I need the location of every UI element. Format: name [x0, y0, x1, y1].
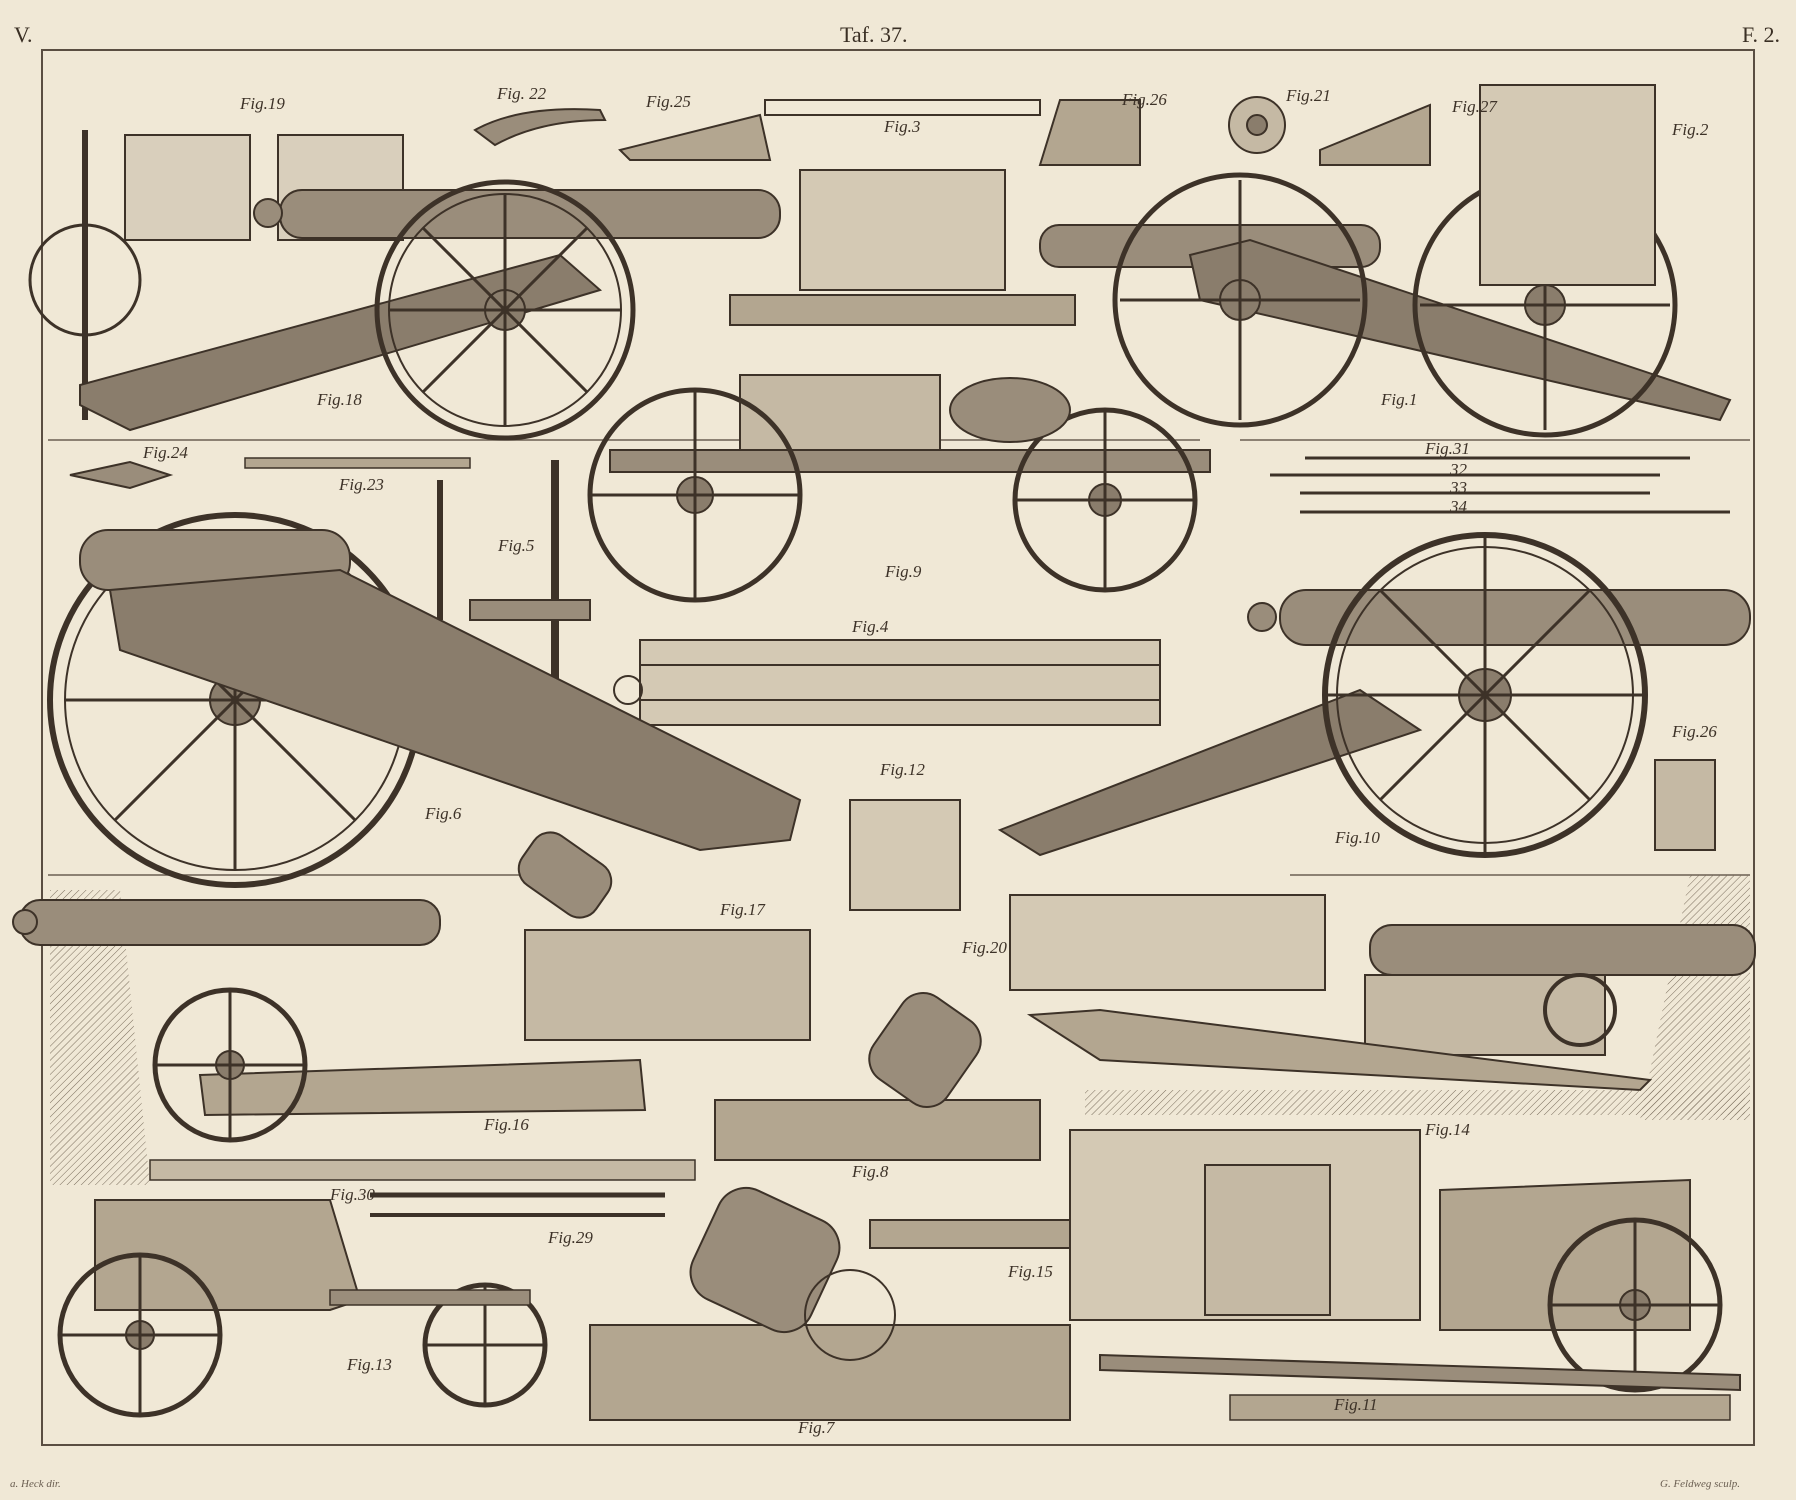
fig1-cannon-drawing: [1039, 84, 1732, 438]
fig24-tool-drawing: [69, 460, 174, 490]
figure-label-fig32: 32: [1450, 460, 1467, 479]
artist-signature: a. Heck dir.: [10, 1478, 61, 1490]
figure-label-fig10: Fig.10: [1335, 828, 1380, 847]
plate-border: [41, 49, 1755, 1446]
plate-left-mark: V.: [14, 22, 33, 47]
figure-label-fig19: Fig.19: [240, 94, 285, 113]
fig27-part-drawing: [1319, 103, 1431, 166]
plate-title: Taf. 37.: [840, 22, 908, 47]
figure-label-fig12: Fig.12: [880, 760, 925, 779]
figure-label-fig18: Fig.18: [317, 390, 362, 409]
figure-label-fig5: Fig.5: [498, 536, 535, 555]
fig16-cannon-drawing: [12, 890, 696, 1185]
fig22-hook-drawing: [473, 108, 607, 147]
fig18-cannon-drawing: [79, 179, 781, 441]
figure-label-fig33: 33: [1450, 478, 1467, 497]
fig14-cannon-drawing: [1026, 875, 1756, 1120]
figure-label-fig8: Fig.8: [852, 1162, 889, 1181]
figure-label-fig27: Fig.27: [1452, 97, 1497, 116]
figure-label-fig15: Fig.15: [1008, 1262, 1053, 1281]
fig20-plan-drawing: [1009, 894, 1326, 991]
fig7-mortar-drawing: [589, 1187, 1071, 1421]
figure-label-fig20: Fig.20: [962, 938, 1007, 957]
figure-label-fig23: Fig.23: [339, 475, 384, 494]
plate-right-mark: F. 2.: [1742, 22, 1780, 47]
fig4-trail-plan-drawing: [613, 639, 1161, 726]
fig9-carriage-drawing: [587, 374, 1211, 603]
figure-label-fig14: Fig.14: [1425, 1120, 1470, 1139]
figure-label-fig22: Fig. 22: [497, 84, 547, 103]
fig11-carriage-drawing: [1099, 1178, 1741, 1421]
figure-label-fig6: Fig.6: [425, 804, 462, 823]
figure-label-fig13: Fig.13: [347, 1355, 392, 1374]
figure-label-fig17: Fig.17: [720, 900, 765, 919]
figure-label-fig25: Fig.25: [646, 92, 691, 111]
figure-label-fig21: Fig.21: [1286, 86, 1331, 105]
fig8-mortar-drawing: [714, 992, 1041, 1161]
figure-label-fig30: Fig.30: [330, 1185, 375, 1204]
fig3-chest-drawing: [729, 99, 1076, 326]
figure-label-fig29: Fig.29: [548, 1228, 593, 1247]
figure-label-fig7: Fig.7: [798, 1418, 835, 1437]
figure-label-fig4: Fig.4: [852, 617, 889, 636]
figure-label-fig24: Fig.24: [143, 443, 188, 462]
figure-label-fig26-top: Fig.26: [1122, 90, 1167, 109]
figure-label-fig34: 34: [1450, 497, 1467, 516]
fig23-bar-drawing: [244, 457, 471, 469]
figure-label-fig11: Fig.11: [1334, 1395, 1378, 1414]
engraver-signature: G. Feldweg sculp.: [1660, 1478, 1741, 1490]
fig31-34-rammers-drawing: [1270, 456, 1730, 514]
figure-label-fig31: Fig.31: [1425, 439, 1470, 458]
figure-label-fig3: Fig.3: [884, 117, 921, 136]
fig26-part-drawing: [1038, 99, 1141, 166]
figure-label-fig1: Fig.1: [1381, 390, 1418, 409]
fig12-part-drawing: [849, 799, 961, 911]
fig17-mortar-drawing: [517, 831, 811, 1041]
fig25-wedge-drawing: [618, 113, 772, 161]
fig10-cannon-drawing: [997, 532, 1751, 858]
figure-label-fig26-right: Fig.26: [1672, 722, 1717, 741]
fig13-carriage-drawing: [57, 1199, 548, 1418]
fig15-platform-drawing: [869, 1129, 1421, 1321]
fig6-cannon-drawing: [47, 512, 802, 888]
figure-label-fig16: Fig.16: [484, 1115, 529, 1134]
figure-label-fig2: Fig.2: [1672, 120, 1709, 139]
figure-label-fig9: Fig.9: [885, 562, 922, 581]
